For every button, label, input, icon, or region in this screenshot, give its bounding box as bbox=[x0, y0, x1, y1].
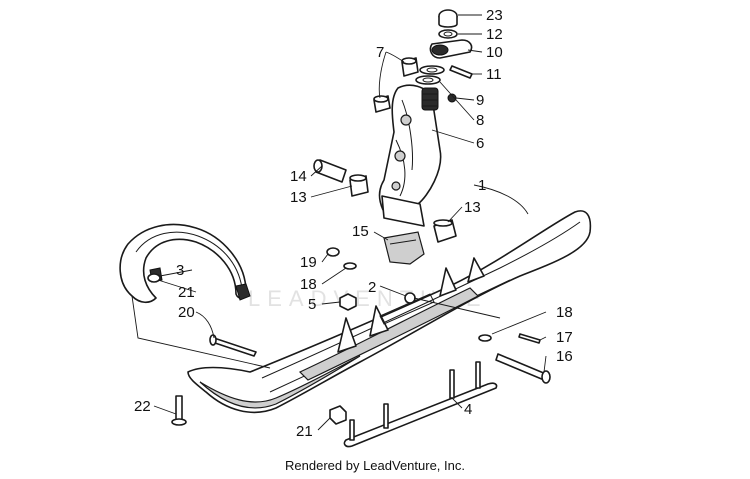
callout-2: 2 bbox=[368, 279, 376, 296]
washers-stack bbox=[415, 65, 445, 85]
castle-nut bbox=[438, 9, 458, 28]
washer-12 bbox=[438, 29, 458, 39]
callout-5: 5 bbox=[308, 296, 316, 313]
spindle bbox=[378, 84, 442, 227]
ski-body bbox=[187, 210, 592, 414]
bushing-13-left bbox=[349, 174, 369, 197]
callout-7: 7 bbox=[376, 44, 384, 61]
bushing-13-right bbox=[433, 219, 457, 243]
callout-6: 6 bbox=[476, 135, 484, 152]
callout-8: 8 bbox=[476, 112, 484, 129]
callout-23: 23 bbox=[486, 7, 503, 24]
callout-3: 3 bbox=[176, 262, 184, 279]
bolt-11 bbox=[449, 65, 473, 79]
washer-18-right bbox=[478, 334, 492, 342]
callout-19: 19 bbox=[300, 254, 317, 271]
callout-11: 11 bbox=[486, 66, 502, 83]
wear-bar bbox=[343, 361, 498, 448]
nut-19 bbox=[326, 247, 340, 257]
callouts: 23 12 10 11 7 9 8 6 1 14 13 13 15 19 18 … bbox=[134, 7, 573, 440]
callout-16: 16 bbox=[556, 348, 573, 365]
callout-12: 12 bbox=[486, 26, 503, 43]
callout-13-right: 13 bbox=[464, 199, 481, 216]
nut-21-bottom bbox=[329, 405, 347, 425]
nut-21-top bbox=[147, 273, 161, 283]
leader-lines bbox=[131, 14, 547, 431]
callout-15: 15 bbox=[352, 223, 369, 240]
pin-17 bbox=[518, 333, 541, 344]
shaft-14 bbox=[313, 159, 347, 183]
callout-18-left: 18 bbox=[300, 276, 317, 293]
bolt-20 bbox=[209, 334, 257, 357]
credit-text: Rendered by LeadVenture, Inc. bbox=[285, 458, 465, 473]
bolt-22 bbox=[171, 395, 187, 426]
callout-20: 20 bbox=[178, 304, 195, 321]
bushings-7 bbox=[373, 57, 419, 113]
callout-13-left: 13 bbox=[290, 189, 307, 206]
washer-18-left bbox=[343, 262, 357, 270]
callout-4: 4 bbox=[464, 401, 472, 418]
callout-10: 10 bbox=[486, 44, 503, 61]
bolt-16 bbox=[495, 353, 551, 384]
callout-17: 17 bbox=[556, 329, 573, 346]
callout-21-bottom: 21 bbox=[296, 423, 313, 440]
bumper-15 bbox=[383, 231, 425, 265]
callout-9: 9 bbox=[476, 92, 484, 109]
callout-22: 22 bbox=[134, 398, 151, 415]
pivot-bolt-2 bbox=[404, 292, 501, 319]
callout-21-top: 21 bbox=[178, 284, 195, 301]
nut-5 bbox=[339, 293, 357, 311]
callout-14: 14 bbox=[290, 168, 307, 185]
callout-1: 1 bbox=[478, 177, 486, 194]
callout-18-right: 18 bbox=[556, 304, 573, 321]
steering-arm bbox=[429, 39, 473, 59]
